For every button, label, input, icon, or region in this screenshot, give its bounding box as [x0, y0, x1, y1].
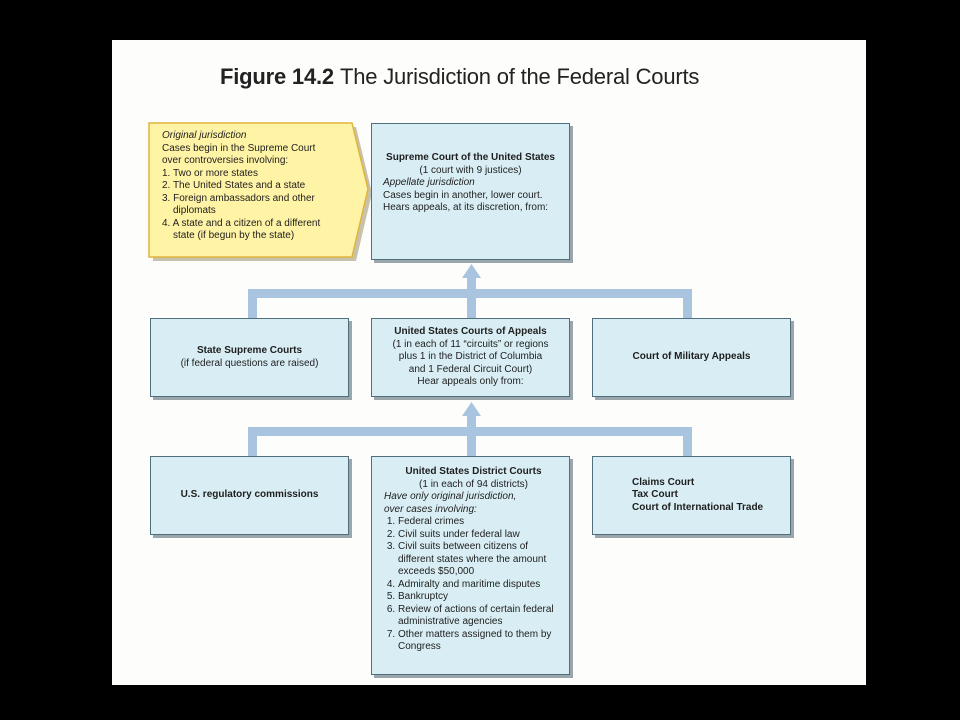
appellate-line-1: Cases begin in another, lower court. — [383, 189, 543, 201]
district-courts-intro-2: over cases involving: — [384, 503, 477, 515]
list-item: 1. Two or more states — [162, 167, 258, 179]
courts-of-appeals-name: United States Courts of Appeals — [394, 326, 547, 338]
upper-center-drop — [467, 276, 476, 318]
courts-of-appeals-box: United States Courts of Appeals (1 in ea… — [371, 318, 570, 397]
state-supreme-courts-note: (if federal questions are raised) — [180, 357, 319, 369]
list-item: Other matters assigned to them by Congre… — [398, 629, 563, 654]
figure-number: Figure 14.2 — [220, 64, 334, 89]
supreme-court-name: Supreme Court of the United States — [386, 152, 555, 163]
district-courts-list: Federal crimes Civil suits under federal… — [384, 516, 563, 654]
list-item: 4. A state and a citizen of a different — [162, 217, 321, 229]
military-appeals-name: Court of Military Appeals — [632, 351, 751, 363]
state-supreme-courts-name: State Supreme Courts — [196, 345, 303, 356]
tax-court: Tax Court — [632, 489, 678, 501]
original-jurisdiction-heading: Original jurisdiction — [162, 130, 247, 141]
appellate-line-2: Hears appeals, at its discretion, from: — [383, 202, 549, 213]
district-courts-intro-1: Have only original jurisdiction, — [384, 491, 517, 502]
upper-left-drop — [248, 289, 257, 318]
upper-right-drop — [683, 289, 692, 318]
supreme-court-box: Supreme Court of the United States (1 co… — [371, 123, 570, 260]
supreme-court-size: (1 court with 9 justices) — [419, 164, 522, 176]
district-courts-name: United States District Courts — [405, 466, 542, 477]
original-jurisdiction-callout: Original jurisdiction Cases begin in the… — [148, 121, 354, 261]
courts-of-appeals-line-2: plus 1 in the District of Columbia — [398, 351, 543, 363]
lower-left-drop — [248, 427, 257, 456]
state-supreme-courts-box: State Supreme Courts (if federal questio… — [150, 318, 349, 397]
list-item: Admiralty and maritime disputes — [398, 579, 563, 592]
list-item-continuation: diplomats — [173, 205, 216, 216]
list-item: Civil suits between citizens of differen… — [398, 541, 563, 579]
list-item: Federal crimes — [398, 516, 563, 529]
original-jurisdiction-intro-1: Cases begin in the Supreme Court — [162, 142, 316, 154]
special-courts-box: Claims Court Tax Court Court of Internat… — [592, 456, 791, 535]
district-courts-size: (1 in each of 94 districts) — [419, 478, 528, 490]
regulatory-commissions-box: U.S. regulatory commissions — [150, 456, 349, 535]
list-item-continuation: state (if begun by the state) — [173, 230, 295, 241]
courts-of-appeals-line-4: Hear appeals only from: — [417, 376, 524, 388]
list-item: 3. Foreign ambassadors and other — [162, 192, 315, 204]
military-appeals-box: Court of Military Appeals — [592, 318, 791, 397]
lower-arrow — [462, 402, 481, 416]
district-courts-box: United States District Courts (1 in each… — [371, 456, 570, 675]
list-item: 2. The United States and a state — [162, 180, 306, 191]
courts-of-appeals-line-3: and 1 Federal Circuit Court) — [408, 363, 533, 375]
courts-of-appeals-line-1: (1 in each of 11 “circuits” or regions — [392, 338, 549, 350]
connector-lines — [248, 264, 692, 456]
figure-title-text: The Jurisdiction of the Federal Courts — [339, 64, 700, 89]
upper-arrow — [462, 264, 481, 278]
regulatory-commissions-name: U.S. regulatory commissions — [180, 489, 319, 501]
claims-court: Claims Court — [632, 476, 695, 488]
lower-right-drop — [683, 427, 692, 456]
original-jurisdiction-intro-2: over controversies involving: — [162, 155, 289, 166]
lower-center-drop — [467, 414, 476, 456]
international-trade-court: Court of International Trade — [632, 501, 764, 513]
list-item: Civil suits under federal law — [398, 529, 563, 542]
original-jurisdiction-callout-shape — [148, 122, 372, 261]
appellate-jurisdiction-heading: Appellate jurisdiction — [383, 177, 475, 188]
list-item: Bankruptcy — [398, 591, 563, 604]
original-jurisdiction-list: 1. Two or more states 2. The United Stat… — [162, 168, 354, 243]
list-item: Review of actions of certain federal adm… — [398, 604, 563, 629]
